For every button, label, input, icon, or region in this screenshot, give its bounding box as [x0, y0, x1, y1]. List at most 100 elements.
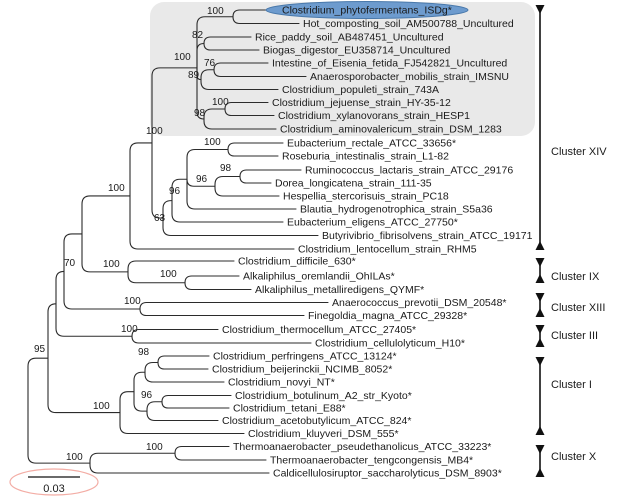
tree-branch [133, 371, 146, 393]
tree-branch [213, 69, 307, 78]
taxon-label: Clostridium_jejuense_strain_HY-35-12 [272, 97, 451, 109]
tree-branch [129, 195, 295, 250]
taxon-label: Dorea_longicatena_strain_111-35 [275, 178, 432, 190]
tree-branch [81, 233, 129, 273]
taxon-label: Rice_paddy_soil_AB487451_Uncultured [255, 32, 444, 44]
taxon-label: Clostridium_cellulolyticum_H10* [315, 338, 465, 350]
tree-branch [200, 79, 279, 91]
bootstrap-value: 100 [124, 296, 141, 307]
taxon-label: Alkaliphilus_metalliredigens_QYMF* [255, 284, 424, 296]
tree-branch [171, 178, 188, 202]
taxon-label: Butyrivibrio_fibrisolvens_strain_ATCC_19… [322, 230, 533, 242]
tree-branch [63, 270, 141, 310]
tree-branch [239, 175, 272, 184]
bootstrap-value: 82 [192, 30, 204, 41]
tree-branch [213, 62, 269, 71]
tree-branch [157, 355, 210, 364]
tree-branch [144, 361, 159, 373]
cluster-label: Cluster XIV [551, 146, 607, 158]
tree-branch [224, 108, 275, 117]
tree-branch [127, 271, 186, 284]
tree-branch [161, 401, 230, 409]
bootstrap-value: 96 [169, 186, 181, 197]
bootstrap-value: 100 [146, 126, 163, 137]
taxon-label: Anaerococcus_prevotii_DSM_20548* [332, 297, 507, 309]
bootstrap-value: 89 [188, 70, 200, 81]
tree-branch [171, 200, 284, 223]
bootstrap-value: 70 [64, 258, 76, 269]
bootstrap-value: 100 [204, 137, 221, 148]
tree-branch [47, 303, 57, 359]
bootstrap-value: 98 [138, 347, 150, 358]
tree-branch [239, 169, 302, 178]
cluster-marker: Cluster III [535, 325, 598, 347]
focal-taxon-highlight-oval [265, 1, 469, 19]
taxon-label: Caldicellulosiruptor_saccharolyticus_DSM… [273, 468, 502, 480]
cluster-label: Cluster IX [551, 271, 600, 283]
taxon-label: Roseburia_intestinalis_strain_L1-82 [282, 151, 449, 163]
scale-bar-red-oval [9, 468, 99, 496]
tree-branch [81, 195, 131, 235]
cluster-marker: Cluster XIV [535, 5, 607, 250]
bootstrap-value: 100 [121, 324, 138, 335]
bootstrap-value: 100 [66, 452, 83, 463]
bootstrap-value: 96 [196, 174, 208, 185]
tree-branch [129, 142, 153, 197]
cluster-arrowhead-bottom [535, 274, 545, 283]
tree-branch [227, 142, 284, 151]
bootstrap-value: 98 [194, 108, 206, 119]
cluster-arrowhead-bottom [535, 426, 545, 435]
bootstrap-value: 95 [34, 344, 46, 355]
tree-branch [184, 282, 252, 291]
bootstrap-value: 100 [160, 269, 177, 280]
tree-branch [131, 335, 312, 344]
tree-branch [27, 357, 49, 412]
taxon-label: Clostridium_perfringens_ATCC_13124* [213, 351, 397, 363]
tree-branch [174, 452, 267, 461]
tree-branch [146, 401, 163, 412]
taxon-label: Eubacterium_rectale_ATCC_33656* [287, 138, 456, 150]
tree-branch [232, 9, 267, 18]
taxon-label: Intestine_of_Eisenia_fetida_FJ542821_Unc… [272, 58, 507, 70]
cluster-arrowhead-top [535, 445, 545, 454]
cluster-arrowhead-top [535, 5, 545, 14]
tree-branch [162, 200, 173, 219]
cluster-arrowhead-top [535, 293, 545, 302]
tree-branch [214, 185, 280, 197]
tree-branch [119, 412, 245, 435]
tree-branch [27, 410, 91, 464]
tree-branch [227, 148, 279, 157]
bootstrap-value: 100 [108, 183, 125, 194]
taxon-label: Clostridium_novyi_NT* [228, 377, 335, 389]
tree-branch [203, 42, 260, 51]
tree-branch [200, 69, 215, 81]
taxon-label: Finegoldia_magna_ATCC_29328* [308, 310, 467, 322]
tree-branch [133, 391, 148, 412]
tree-branch [146, 410, 219, 422]
cluster-arrowhead-top [535, 357, 545, 366]
cluster-label: Cluster I [551, 379, 592, 391]
tree-branch [186, 148, 229, 180]
tree-branch [139, 301, 329, 310]
tree-branch [55, 270, 65, 305]
cluster-label: Cluster X [551, 451, 597, 463]
tree-branch [89, 462, 270, 474]
taxon-label: Clostridium_difficile_630* [238, 256, 356, 268]
tree-branch [55, 303, 133, 337]
tree-branch [162, 217, 319, 237]
tree-branch [89, 452, 176, 464]
taxon-label: Clostridium_xylanovorans_strain_HESP1 [278, 110, 470, 122]
taxon-label: Ruminococcus_lactaris_strain_ATCC_29176 [305, 165, 513, 177]
tree-branch [131, 328, 219, 337]
cluster-arrowhead-bottom [535, 241, 545, 250]
taxon-label: Biogas_digestor_EU358714_Uncultured [263, 45, 451, 57]
cluster-label: Cluster III [551, 330, 598, 342]
cluster-arrowhead-bottom [535, 338, 545, 347]
taxon-label: Clostridium_tetani_E88* [233, 403, 346, 415]
tree-branch [196, 16, 234, 69]
taxon-label: Anaerosporobacter_mobilis_strain_IMSNU [310, 71, 509, 83]
cluster-marker: Cluster X [535, 445, 597, 477]
taxon-label: Eubacterium_eligens_ATCC_27750* [287, 217, 458, 229]
taxon-label: Alkaliphilus_oremlandii_OhILAs* [243, 271, 395, 283]
